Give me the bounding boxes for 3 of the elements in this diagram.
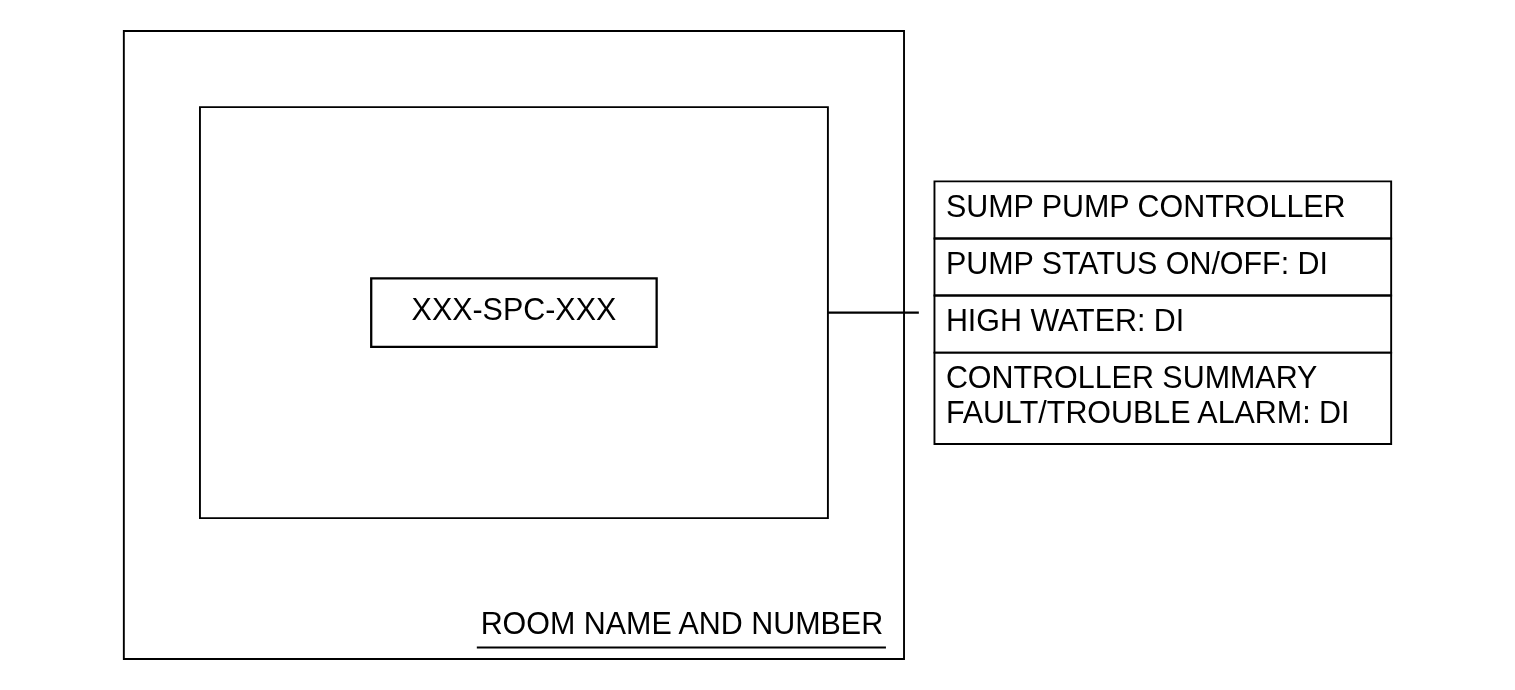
- connector: [827, 311, 919, 314]
- node-box: XXX-SPC-XXX: [370, 277, 658, 349]
- cluster: [199, 106, 829, 520]
